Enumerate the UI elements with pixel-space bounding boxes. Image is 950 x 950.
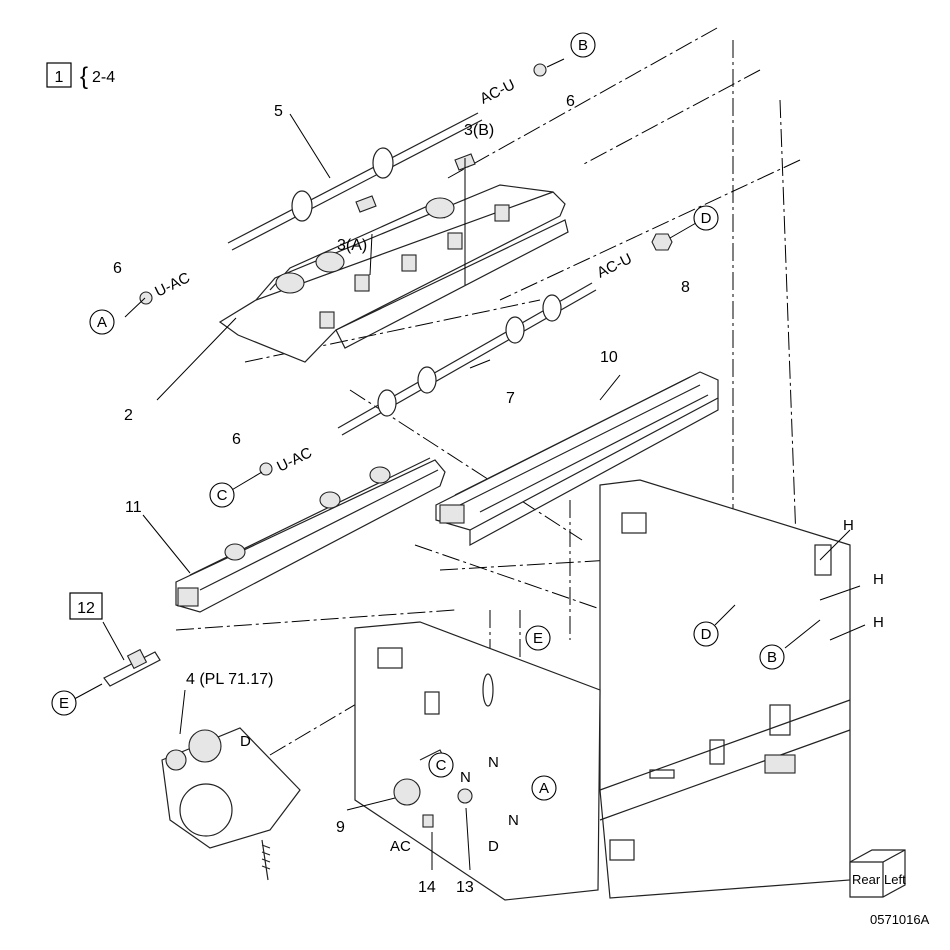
part-6-bushing-a xyxy=(139,291,153,305)
part-12-shaft xyxy=(103,648,161,687)
label-part-6c: 6 xyxy=(232,431,241,448)
callout-b-top: B xyxy=(570,32,596,58)
part-4-motor-assembly xyxy=(161,727,301,881)
svg-text:D: D xyxy=(701,210,712,227)
label-part-6b: 6 xyxy=(566,93,575,110)
callout-d-right: D xyxy=(693,621,719,647)
label-part-12: 12 xyxy=(77,600,95,617)
callout-a-bottom: A xyxy=(531,775,557,801)
label-part-8: 8 xyxy=(681,279,690,296)
callout-b-right: B xyxy=(759,644,785,670)
label-part-5: 5 xyxy=(274,103,283,120)
circled-callouts: B D A C E D B E xyxy=(51,32,785,801)
part-14-clip xyxy=(422,814,434,828)
svg-text:B: B xyxy=(578,37,588,54)
letter-n-3: N xyxy=(508,812,519,829)
left-side-frame xyxy=(354,621,601,901)
svg-text:A: A xyxy=(539,780,549,797)
right-side-frame xyxy=(599,479,851,899)
svg-text:C: C xyxy=(436,757,447,774)
label-part-6a: 6 xyxy=(113,260,122,277)
label-part-4: 4 (PL 71.17) xyxy=(186,671,273,688)
label-part-7: 7 xyxy=(506,390,515,407)
ref-range: 2-4 xyxy=(92,69,115,86)
part-6-bushing-c xyxy=(259,462,273,476)
label-part-14: 14 xyxy=(418,879,436,896)
part-11-lower-guide xyxy=(175,457,446,613)
svg-text:E: E xyxy=(533,630,543,647)
callout-c-bottom: C xyxy=(428,752,454,778)
svg-text:D: D xyxy=(701,626,712,643)
label-part-9: 9 xyxy=(336,819,345,836)
orientation-cube: Rear Left xyxy=(849,849,906,898)
letter-n-1: N xyxy=(460,769,471,786)
label-part-2: 2 xyxy=(124,407,133,424)
callout-e-top: E xyxy=(525,625,551,651)
callout-a-left: A xyxy=(89,309,115,335)
letter-n-2: N xyxy=(488,754,499,771)
ref-brace: { xyxy=(80,63,88,90)
ref-box-number: 1 xyxy=(55,69,64,86)
leader-lines xyxy=(64,58,866,871)
cube-left-label: Left xyxy=(884,872,906,887)
part-5-roller-shaft xyxy=(227,112,483,251)
letter-h-2: H xyxy=(873,571,884,588)
part-13-screw xyxy=(457,788,473,804)
seq-d-left: D xyxy=(240,733,251,750)
callout-c-left: C xyxy=(209,482,235,508)
label-part-12-box xyxy=(69,592,103,620)
ref-box xyxy=(46,62,72,88)
part-number-labels: 5 3(B) 3(A) 6 6 8 2 7 10 6 11 12 4 (PL 7… xyxy=(69,93,690,896)
letter-h-3: H xyxy=(873,614,884,631)
svg-text:B: B xyxy=(767,649,777,666)
label-part-13: 13 xyxy=(456,879,474,896)
part-2-upper-chute xyxy=(218,184,569,363)
svg-text:E: E xyxy=(59,695,69,712)
seq-u-ac-mid: U-AC xyxy=(274,444,315,475)
part-6-bushing-b xyxy=(533,63,547,77)
label-part-10: 10 xyxy=(600,349,618,366)
seq-d-bottom: D xyxy=(488,838,499,855)
seq-ac-bottom: AC xyxy=(390,838,411,855)
seq-ac-u-top: AC-U xyxy=(477,76,517,107)
label-part-3a: 3(A) xyxy=(337,237,367,254)
reference-header: 1 { 2-4 xyxy=(46,62,115,90)
svg-text:C: C xyxy=(217,487,228,504)
callout-d-top: D xyxy=(693,205,719,231)
label-part-3b: 3(B) xyxy=(464,122,494,139)
label-part-11: 11 xyxy=(125,499,142,516)
part-9-gear xyxy=(393,778,421,806)
letter-h-1: H xyxy=(843,517,854,534)
part-10-guide-cover xyxy=(435,371,719,547)
figure-id: 0571016A xyxy=(870,912,930,927)
part-8-nut xyxy=(651,233,673,251)
small-parts xyxy=(139,63,673,828)
seq-ac-u-right: AC-U xyxy=(594,250,634,281)
part-7-roller-shaft xyxy=(337,282,597,436)
callout-e-left: E xyxy=(51,690,77,716)
seq-u-ac-left: U-AC xyxy=(152,269,193,300)
svg-text:A: A xyxy=(97,314,107,331)
connector-letters: N N N H H H xyxy=(460,517,884,829)
cube-rear-label: Rear xyxy=(852,872,881,887)
